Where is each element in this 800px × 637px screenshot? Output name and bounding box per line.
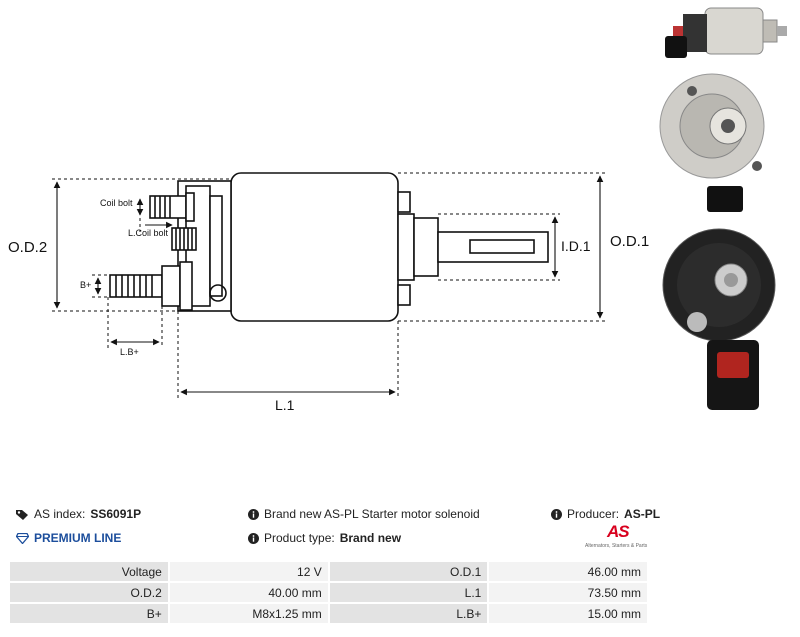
diamond-icon	[16, 532, 29, 544]
info-icon	[248, 532, 259, 544]
spec-label: B+	[10, 604, 168, 623]
producer: Producer: AS-PL	[551, 507, 660, 521]
specs-table: Voltage 12 V O.D.1 46.00 mm O.D.2 40.00 …	[8, 560, 649, 625]
producer-value: AS-PL	[624, 507, 661, 521]
tag-icon	[16, 509, 28, 520]
producer-label: Producer:	[567, 507, 620, 521]
table-row: Voltage 12 V O.D.1 46.00 mm	[10, 562, 647, 581]
product-photos	[659, 7, 787, 410]
lb-plus-label: L.B+	[120, 347, 139, 357]
logo-tagline: Alternators, Starters & Parts	[585, 543, 648, 549]
id1-label: I.D.1	[561, 238, 591, 254]
spec-value: 15.00 mm	[489, 604, 647, 623]
solenoid-body	[230, 172, 399, 322]
product-type-value: Brand new	[339, 531, 402, 545]
spec-value: 12 V	[169, 562, 328, 581]
premium-line-badge: PREMIUM LINE	[16, 531, 121, 545]
b-plus-bolt	[109, 274, 163, 298]
description-text: Brand new AS-PL Starter motor solenoid	[264, 507, 480, 521]
as-index: AS index: SS6091P	[16, 507, 141, 521]
b-plus-label: B+	[80, 280, 91, 290]
spec-value: M8x1.25 mm	[169, 604, 328, 623]
od1-label: O.D.1	[610, 233, 649, 250]
as-index-value: SS6091P	[90, 507, 142, 521]
l-coil-bolt-label: L.Coil bolt	[128, 228, 169, 238]
spec-value: 73.50 mm	[489, 583, 647, 602]
info-icon	[551, 508, 562, 520]
side-view-photo	[665, 7, 787, 58]
rear-view-photo	[662, 228, 776, 410]
od2-label: O.D.2	[8, 239, 47, 256]
product-type: Product type: Brand new	[248, 531, 401, 545]
l1-label: L.1	[275, 397, 295, 413]
description: Brand new AS-PL Starter motor solenoid	[248, 507, 480, 521]
technical-drawing: O.D.2 O.D.1 I.D.1 L.1 Coil bolt L.Coil b…	[8, 172, 649, 413]
as-index-label: AS index:	[34, 507, 86, 521]
info-icon	[248, 508, 259, 520]
plunger	[413, 217, 439, 277]
spec-value: 46.00 mm	[489, 562, 647, 581]
as-logo: AS Alternators, Starters & Parts	[585, 522, 650, 552]
spec-label: Voltage	[10, 562, 168, 581]
table-row: B+ M8x1.25 mm L.B+ 15.00 mm	[10, 604, 647, 623]
logo-text: AS	[607, 522, 630, 541]
spec-label: O.D.1	[329, 562, 488, 581]
spec-label: L.B+	[329, 604, 488, 623]
spec-label: L.1	[329, 583, 488, 602]
premium-line-label: PREMIUM LINE	[34, 531, 122, 545]
coil-bolt-label: Coil bolt	[100, 198, 133, 208]
product-type-label: Product type:	[264, 531, 335, 545]
spec-label: O.D.2	[10, 583, 168, 602]
product-info: AS index: SS6091P Brand new AS-PL Starte…	[0, 500, 800, 560]
front-view-photo	[659, 73, 765, 212]
spec-value: 40.00 mm	[169, 583, 328, 602]
table-row: O.D.2 40.00 mm L.1 73.50 mm	[10, 583, 647, 602]
